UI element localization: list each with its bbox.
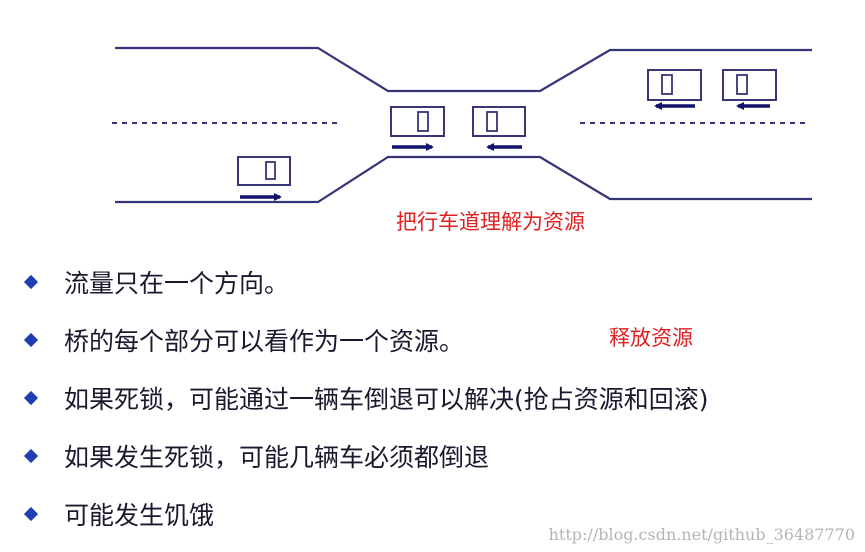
car-bridge-left: [390, 106, 445, 137]
car-bottom-left: [237, 156, 291, 186]
diagram-caption: 把行车道理解为资源: [396, 210, 585, 234]
road-bottom-edge: [115, 155, 812, 204]
list-item: 可能发生饥饿: [22, 485, 709, 543]
bridge-diagram: [112, 46, 812, 204]
list-item: 如果死锁，可能通过一辆车倒退可以解决(抢占资源和回滚): [22, 369, 709, 427]
diamond-bullet-icon: [23, 274, 39, 290]
list-item: 流量只在一个方向。: [22, 253, 709, 311]
car-top-right-1: [647, 69, 702, 101]
road-top-edge: [115, 46, 812, 93]
diamond-bullet-icon: [23, 448, 39, 464]
bullet-text: 可能发生饥饿: [64, 501, 215, 530]
bullet-list: 流量只在一个方向。 桥的每个部分可以看作为一个资源。 如果死锁，可能通过一辆车倒…: [22, 253, 709, 543]
bullet-text: 流量只在一个方向。: [64, 269, 290, 298]
annotation-release-resource: 释放资源: [609, 326, 693, 350]
diamond-bullet-icon: [23, 390, 39, 406]
list-item: 桥的每个部分可以看作为一个资源。: [22, 311, 709, 369]
bullet-text: 桥的每个部分可以看作为一个资源。: [64, 327, 465, 356]
diamond-bullet-icon: [23, 506, 39, 522]
car-bridge-right: [472, 106, 526, 137]
bullet-text: 如果发生死锁，可能几辆车必须都倒退: [64, 443, 490, 472]
diamond-bullet-icon: [23, 332, 39, 348]
bullet-text: 如果死锁，可能通过一辆车倒退可以解决(抢占资源和回滚): [64, 385, 709, 414]
list-item: 如果发生死锁，可能几辆车必须都倒退: [22, 427, 709, 485]
car-top-right-2: [722, 69, 777, 101]
watermark-url: http://blog.csdn.net/github_36487770: [548, 525, 855, 544]
